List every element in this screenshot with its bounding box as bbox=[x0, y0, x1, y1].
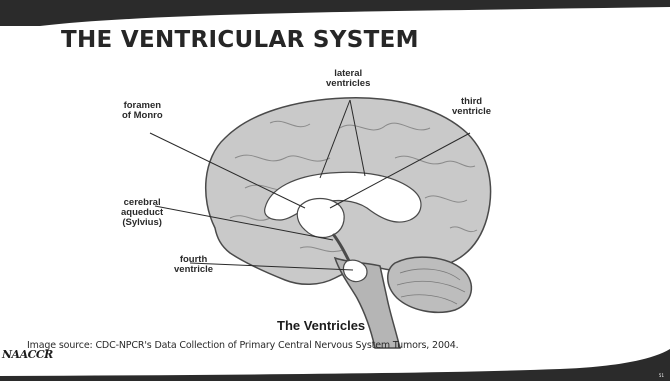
naaccr-logo: NAACCR bbox=[2, 348, 53, 361]
label-foramen-of-monro: foramen of Monro bbox=[122, 101, 163, 121]
label-cerebral-aqueduct: cerebral aqueduct (Sylvius) bbox=[121, 198, 163, 228]
slide-number: 51 bbox=[659, 373, 664, 378]
slide-title: THE VENTRICULAR SYSTEM bbox=[61, 27, 419, 53]
bottom-frame-bar bbox=[0, 349, 670, 381]
figure-caption: The Ventricles bbox=[277, 318, 365, 333]
label-third-ventricle: third ventricle bbox=[452, 97, 491, 117]
label-lateral-ventricles: lateral ventricles bbox=[326, 69, 370, 89]
label-fourth-ventricle: fourth ventricle bbox=[174, 255, 213, 275]
top-frame-bar bbox=[0, 0, 670, 26]
cerebellum-shape bbox=[388, 257, 472, 312]
